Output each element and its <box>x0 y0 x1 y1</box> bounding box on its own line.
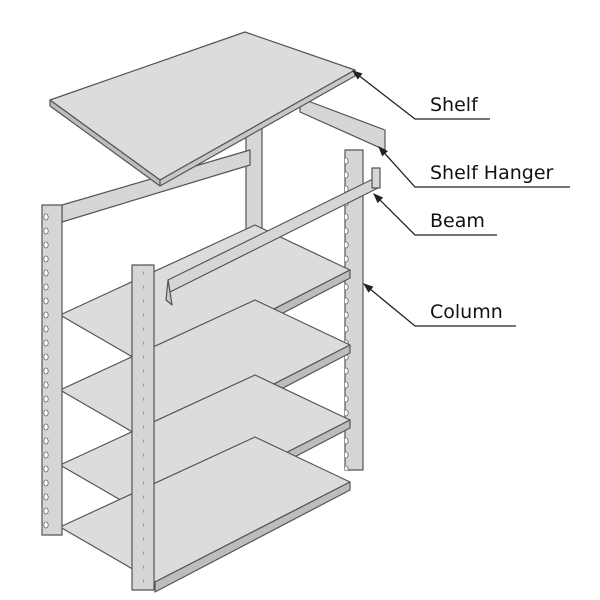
label-shelf-hanger: Shelf Hanger <box>430 162 554 184</box>
beam-leader <box>373 193 497 236</box>
shelf-hanger-leader <box>378 146 570 188</box>
beam-end-bracket <box>371 167 381 189</box>
shelf-hanger <box>299 97 386 151</box>
label-column: Column <box>430 301 503 323</box>
shelf-front-edge-4 <box>154 481 351 593</box>
column-leader <box>362 283 516 327</box>
shelf-leader <box>351 70 490 120</box>
label-shelf: Shelf <box>430 94 478 116</box>
label-beam: Beam <box>430 210 485 232</box>
